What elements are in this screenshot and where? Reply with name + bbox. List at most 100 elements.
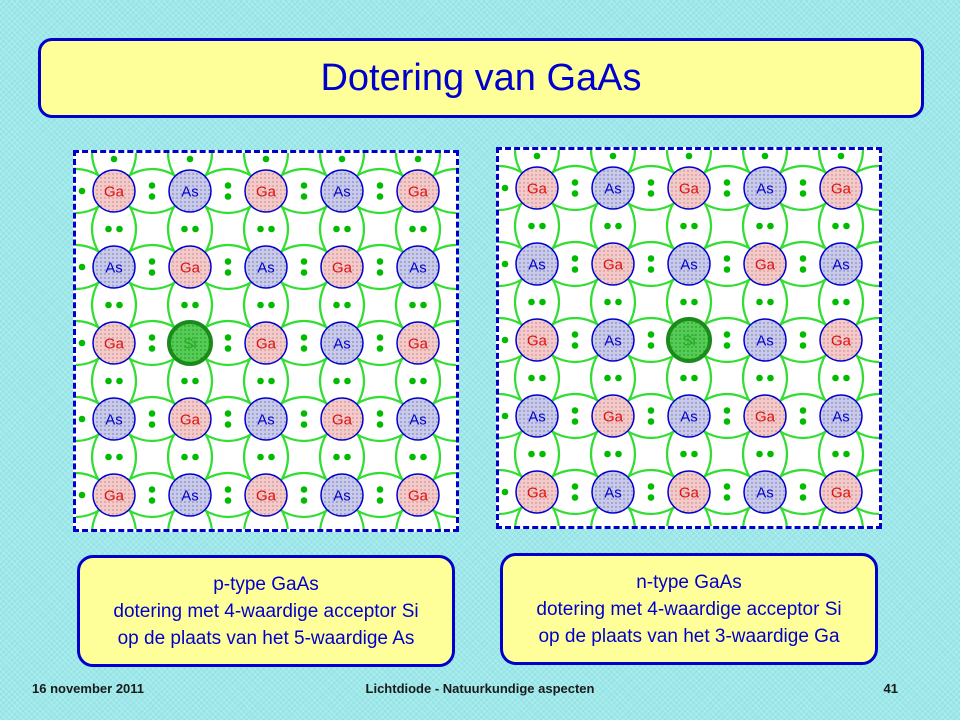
bond-arc — [242, 153, 253, 179]
electron — [539, 298, 546, 306]
bond-arc — [354, 508, 406, 519]
bond-arc — [589, 200, 600, 252]
as-atom-circle — [320, 169, 364, 213]
bond-arc — [279, 431, 290, 483]
bond-arc — [626, 150, 637, 176]
as-atom-circle — [591, 166, 635, 210]
electron — [376, 258, 384, 265]
electron — [843, 222, 850, 230]
bond-arc — [90, 431, 101, 483]
electron — [647, 179, 655, 186]
electron — [756, 450, 763, 458]
ga-atom-circle — [396, 321, 440, 365]
bond-arc — [242, 355, 253, 407]
bond-arc — [395, 507, 405, 529]
bond-arc — [278, 167, 330, 178]
electron — [767, 222, 774, 230]
bond-arc — [777, 316, 829, 327]
bond-arc — [817, 352, 828, 404]
as-atom-label: As — [333, 184, 351, 201]
bond-arc — [741, 200, 752, 252]
bond-arc — [550, 504, 560, 526]
as-atom-circle — [819, 242, 863, 286]
bond-arc — [702, 276, 713, 328]
bond-arc — [513, 276, 524, 328]
as-atom-label: As — [756, 181, 774, 198]
bond-arc — [203, 153, 214, 179]
electron — [615, 374, 622, 382]
ga-atom-label: Ga — [755, 409, 776, 426]
electron — [604, 298, 611, 306]
electron — [344, 301, 351, 309]
bond-arc — [741, 276, 752, 328]
bond-arc — [354, 204, 406, 215]
bond-arc — [127, 355, 138, 407]
as-atom-circle — [667, 394, 711, 438]
ga-atom: Ga — [515, 318, 559, 362]
bond-arc — [318, 203, 329, 255]
as-atom: As — [396, 397, 440, 441]
bond-arc — [777, 277, 829, 288]
electron — [224, 334, 232, 341]
as-atom-circle — [320, 321, 364, 365]
bond-arc — [589, 428, 600, 480]
electron — [78, 187, 86, 195]
electron — [268, 225, 275, 233]
bond-arc — [701, 353, 753, 364]
bond-arc — [665, 150, 676, 176]
bond-arc — [394, 153, 405, 179]
electron — [78, 491, 86, 499]
electron — [116, 301, 123, 309]
electron — [799, 483, 807, 490]
ga-atom-label: Ga — [332, 260, 353, 277]
electron — [338, 155, 346, 163]
bond-arc — [166, 431, 177, 483]
as-atom: As — [591, 318, 635, 362]
electron — [799, 255, 807, 262]
electron — [105, 453, 112, 461]
as-atom-circle — [515, 242, 559, 286]
bond-arc — [278, 471, 330, 482]
as-atom-circle — [743, 166, 787, 210]
bond-arc — [278, 204, 330, 215]
electron — [685, 152, 693, 160]
bond-arc — [127, 153, 138, 179]
electron — [300, 486, 308, 493]
bond-arc — [625, 277, 677, 288]
electron — [376, 182, 384, 189]
as-atom: As — [168, 169, 212, 213]
footer-presentation-title: Lichtdiode - Natuurkundige aspecten — [365, 681, 595, 696]
ga-atom-label: Ga — [408, 184, 429, 201]
bond-arc — [126, 167, 178, 178]
bond-arc — [549, 468, 601, 479]
bond-arc — [243, 507, 253, 529]
electron — [571, 179, 579, 186]
electron — [832, 374, 839, 382]
bond-arc — [126, 280, 178, 291]
electron — [571, 494, 579, 501]
bond-arc — [202, 395, 254, 406]
electron — [376, 345, 384, 352]
ga-atom-label: Ga — [104, 184, 125, 201]
ga-atom: Ga — [320, 245, 364, 289]
electron — [723, 494, 731, 501]
ga-atom-circle — [168, 397, 212, 441]
bond-arc — [777, 505, 829, 516]
electron — [300, 497, 308, 504]
bond-arc — [127, 279, 138, 331]
bond-arc — [242, 279, 253, 331]
electron — [268, 453, 275, 461]
electron — [376, 497, 384, 504]
bond-arc — [394, 431, 405, 483]
as-atom-label: As — [257, 412, 275, 429]
electron — [799, 407, 807, 414]
electron — [420, 453, 427, 461]
bond-arc — [818, 504, 828, 526]
as-atom: As — [515, 242, 559, 286]
bond-arc — [318, 431, 329, 483]
as-atom: As — [92, 245, 136, 289]
electron — [268, 377, 275, 385]
bond-arc — [626, 428, 637, 480]
ga-atom-circle — [819, 470, 863, 514]
